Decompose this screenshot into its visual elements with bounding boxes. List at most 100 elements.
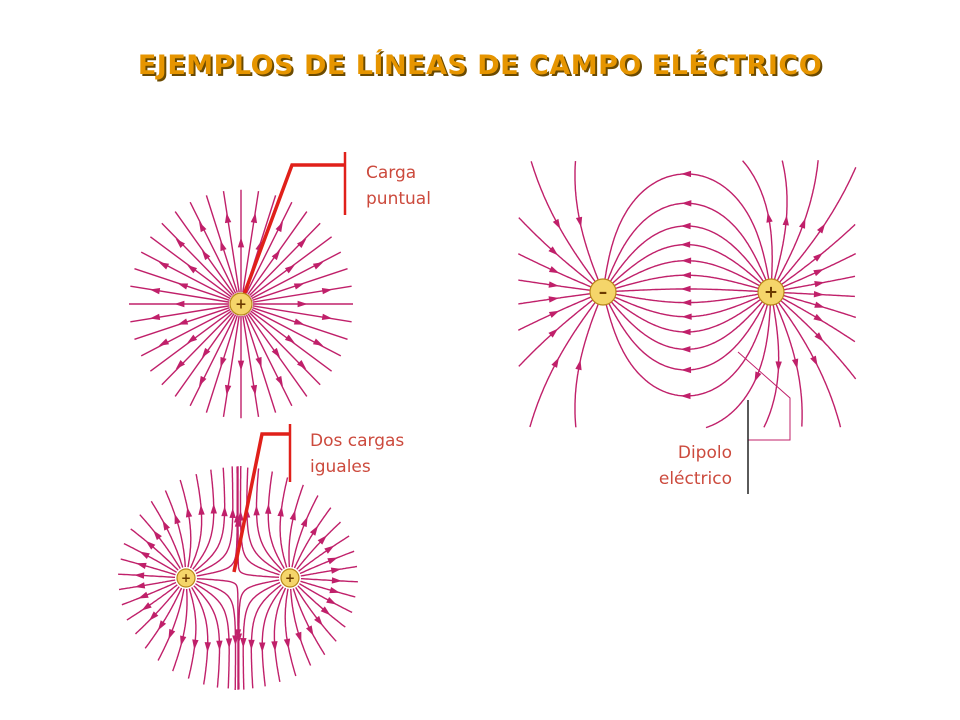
field-arrow (157, 620, 167, 631)
field-arrow (680, 241, 691, 248)
field-arrow (331, 577, 342, 584)
field-arrow (175, 359, 186, 370)
field-arrow (204, 642, 212, 653)
field-arrow (548, 296, 559, 303)
field-arrow (201, 250, 211, 261)
field-arrow (136, 562, 147, 569)
field-line (255, 468, 283, 571)
field-line (118, 573, 175, 578)
field-line (291, 495, 319, 568)
field-line (251, 308, 342, 357)
field-arrow (153, 530, 162, 541)
field-line (130, 528, 179, 571)
field-arrow (275, 221, 283, 233)
field-line (613, 295, 761, 318)
field-arrow (324, 545, 335, 554)
field-arrow (235, 633, 243, 644)
field-arrow (284, 334, 295, 344)
field-line (288, 484, 304, 567)
field-arrow (174, 300, 185, 308)
field-arrow (814, 301, 825, 308)
field-arrow (293, 318, 305, 325)
field-line (161, 311, 234, 386)
field-arrow (680, 222, 691, 230)
field-arrow (289, 510, 296, 521)
field-arrow (681, 366, 692, 374)
field-line (172, 589, 188, 672)
field-arrow (681, 313, 692, 320)
callout-point-charge (240, 163, 345, 301)
field-line (301, 578, 358, 583)
field-arrow (309, 525, 319, 536)
field-arrow (141, 602, 152, 611)
field-line (134, 586, 180, 635)
field-line (222, 191, 240, 293)
field-line (267, 471, 285, 569)
field-line (251, 251, 342, 300)
field-arrow (791, 358, 799, 369)
field-arrow (813, 290, 824, 298)
field-line (237, 466, 280, 578)
label-equal-line1: Dos cargas (310, 431, 405, 451)
field-line (189, 473, 203, 569)
positive-charge (229, 292, 253, 316)
field-arrow (782, 215, 789, 226)
field-arrow (221, 506, 228, 517)
field-arrow (177, 283, 189, 290)
positive-charge (176, 568, 196, 588)
field-arrow (326, 596, 337, 605)
field-arrow (295, 631, 302, 643)
field-arrow (817, 223, 826, 234)
charge-sign: + (235, 297, 247, 313)
dipole-diagram (517, 160, 857, 429)
field-arrow (187, 264, 198, 274)
field-arrow (175, 238, 186, 249)
field-line (189, 201, 237, 294)
field-line (252, 305, 352, 323)
label-point-line1: Carga (366, 163, 417, 183)
charges: +++–+ (176, 278, 785, 588)
charge-sign: + (181, 571, 191, 585)
field-arrow (551, 357, 559, 368)
field-line (273, 587, 287, 683)
field-line (613, 274, 760, 290)
field-arrow (180, 635, 187, 646)
field-arrow (199, 221, 207, 233)
field-arrow (149, 611, 159, 621)
field-line (242, 581, 281, 690)
field-arrow (271, 347, 281, 358)
field-arrow (283, 638, 291, 649)
field-arrow (234, 516, 242, 527)
field-arrow (139, 551, 150, 560)
field-line (123, 542, 177, 573)
field-arrow (149, 287, 161, 295)
field-line (196, 578, 239, 690)
field-arrow (187, 334, 198, 344)
two-equal-charges-diagram (118, 466, 358, 690)
field-arrow (329, 587, 340, 594)
field-arrow (681, 200, 692, 207)
field-line (239, 466, 280, 576)
field-line (195, 466, 234, 575)
field-arrow (237, 237, 245, 248)
field-arrow (330, 567, 342, 574)
field-arrow (681, 257, 692, 264)
field-arrow (185, 507, 193, 518)
field-line (295, 587, 337, 642)
field-arrow (237, 510, 244, 521)
field-arrow (192, 639, 199, 650)
field-line (139, 514, 181, 569)
field-arrow (548, 310, 560, 318)
field-arrow (224, 384, 232, 396)
field-arrow (775, 361, 782, 372)
field-line (293, 507, 332, 569)
field-arrow (210, 503, 217, 514)
field-line (118, 579, 176, 591)
field-line (292, 588, 326, 656)
field-line (300, 565, 358, 577)
field-line (299, 583, 353, 614)
field-arrow (680, 285, 691, 293)
page-title: EJEMPLOS DE LÍNEAS DE CAMPO ELÉCTRICO (137, 50, 823, 81)
field-arrow (162, 520, 170, 531)
field-arrow (271, 641, 278, 652)
